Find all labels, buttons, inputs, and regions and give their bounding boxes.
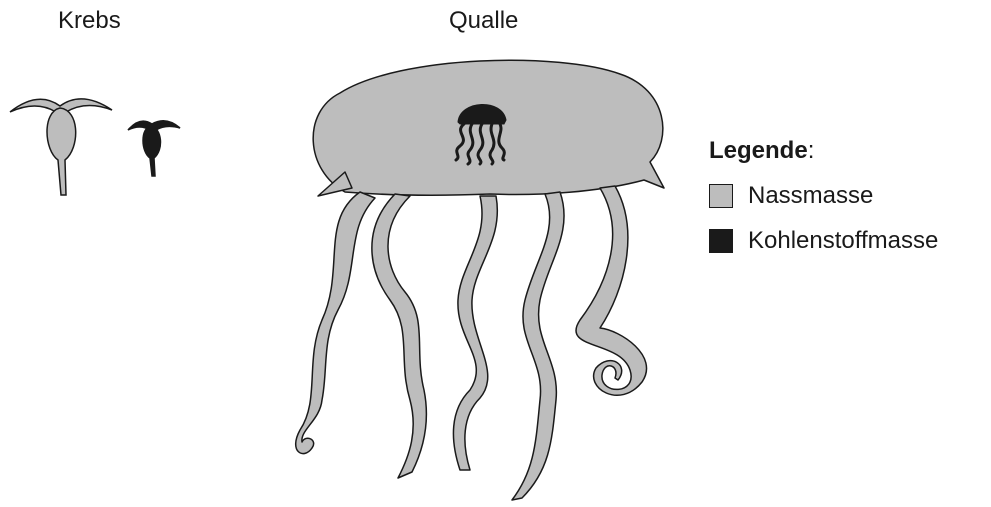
legend-heading-text: Legende [709,137,808,164]
carbon-mass-swatch-icon [709,229,733,253]
crab-carbon-mass-icon [128,121,180,176]
crab-wet-mass-icon [10,99,112,195]
legend-heading-colon: : [808,137,815,164]
legend-item-wet-mass: Nassmasse [709,183,938,209]
legend-label-wet-mass: Nassmasse [748,182,873,210]
legend: Legende: Nassmasse Kohlenstoffmasse [709,137,938,273]
wet-mass-swatch-icon [709,184,733,208]
legend-item-carbon-mass: Kohlenstoffmasse [709,228,938,254]
legend-label-carbon-mass: Kohlenstoffmasse [748,227,938,255]
legend-heading: Legende: [709,137,938,165]
